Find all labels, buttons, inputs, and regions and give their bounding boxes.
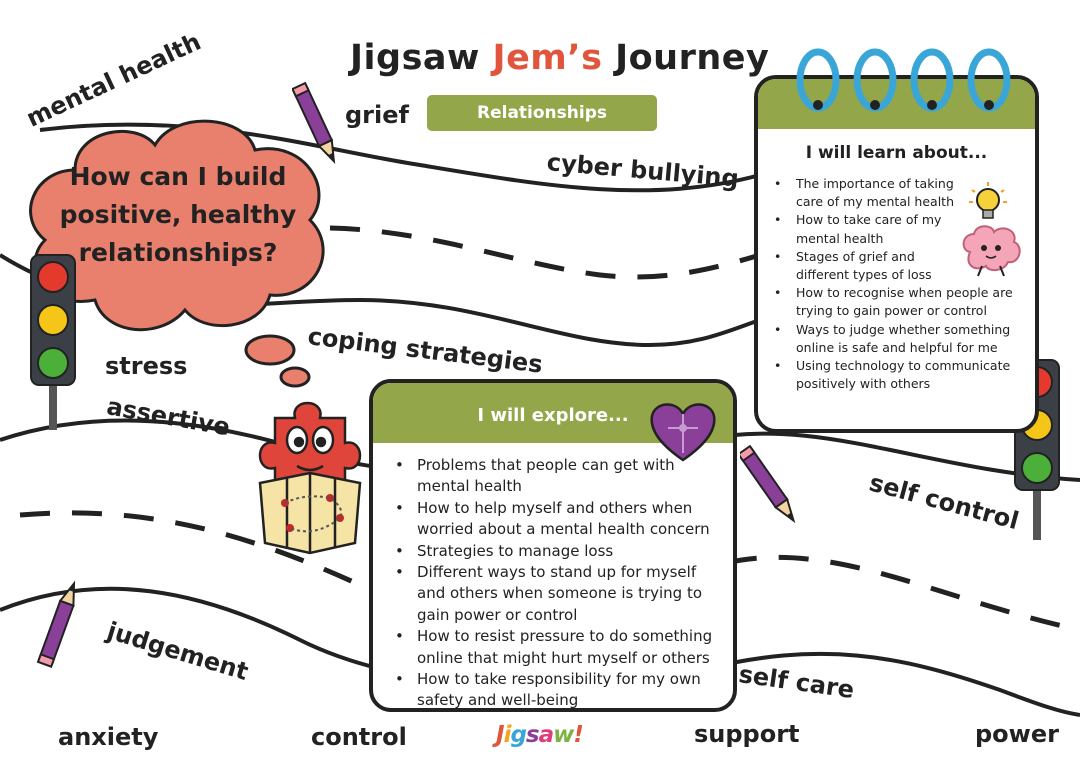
- brain-icon: [962, 225, 1021, 277]
- jigsaw-logo: Jigsaw!: [496, 722, 584, 748]
- list-item: The importance of taking care of my ment…: [774, 175, 1029, 211]
- pencil-icon: [740, 444, 796, 524]
- traffic-light-icon: [30, 254, 76, 430]
- question-text: How can I build positive, healthy relati…: [59, 162, 297, 267]
- logo-letter: g: [510, 722, 527, 748]
- logo-letter: s: [525, 722, 540, 748]
- list-item: How to help myself and others when worri…: [395, 498, 723, 541]
- list-item: Strategies to manage loss: [395, 541, 723, 563]
- word-control: control: [311, 723, 407, 751]
- word-anxiety: anxiety: [58, 723, 159, 751]
- page-title: Jigsaw Jem’s Journey: [350, 38, 769, 78]
- word-grief: grief: [345, 101, 409, 129]
- list-item: Ways to judge whether something online i…: [774, 321, 1029, 357]
- lightbulb-icon: [969, 182, 1007, 219]
- explore-list: Problems that people can get with mental…: [373, 443, 733, 708]
- list-item: How to take responsibility for my own sa…: [395, 669, 723, 708]
- learn-list: The importance of taking care of my ment…: [758, 163, 1035, 393]
- list-item: Using technology to communicate positive…: [774, 357, 1029, 393]
- title-accent: Jem’s: [492, 38, 603, 78]
- list-item: Problems that people can get with mental…: [395, 455, 723, 498]
- logo-letter: a: [538, 722, 555, 748]
- list-item: How to take care of my mental health: [774, 211, 1029, 247]
- word-stress: stress: [105, 352, 188, 380]
- logo-letter: w: [553, 722, 574, 748]
- topic-badge: Relationships: [427, 95, 657, 131]
- word-support: support: [694, 720, 800, 748]
- title-part-1: Jigsaw: [350, 38, 493, 78]
- title-part-2: Journey: [602, 38, 770, 78]
- list-item: How to recognise when people are trying …: [774, 284, 1029, 320]
- heart-puzzle-icon: [650, 403, 716, 462]
- learn-heading: I will learn about...: [805, 143, 988, 163]
- pencil-icon: [36, 580, 76, 668]
- logo-letter: J: [496, 722, 505, 748]
- word-power: power: [975, 720, 1059, 748]
- logo-letter: !: [573, 722, 583, 748]
- list-item: How to resist pressure to do something o…: [395, 626, 723, 669]
- list-item: Stages of grief and different types of l…: [774, 248, 1029, 284]
- jigsaw-jem-character: [258, 401, 362, 555]
- logo-letter: i: [503, 722, 512, 748]
- thought-cloud-icon: [29, 119, 325, 388]
- pencil-icon: [292, 81, 336, 164]
- list-item: Different ways to stand up for myself an…: [395, 562, 723, 626]
- notebook-rings-icon: [796, 48, 1011, 112]
